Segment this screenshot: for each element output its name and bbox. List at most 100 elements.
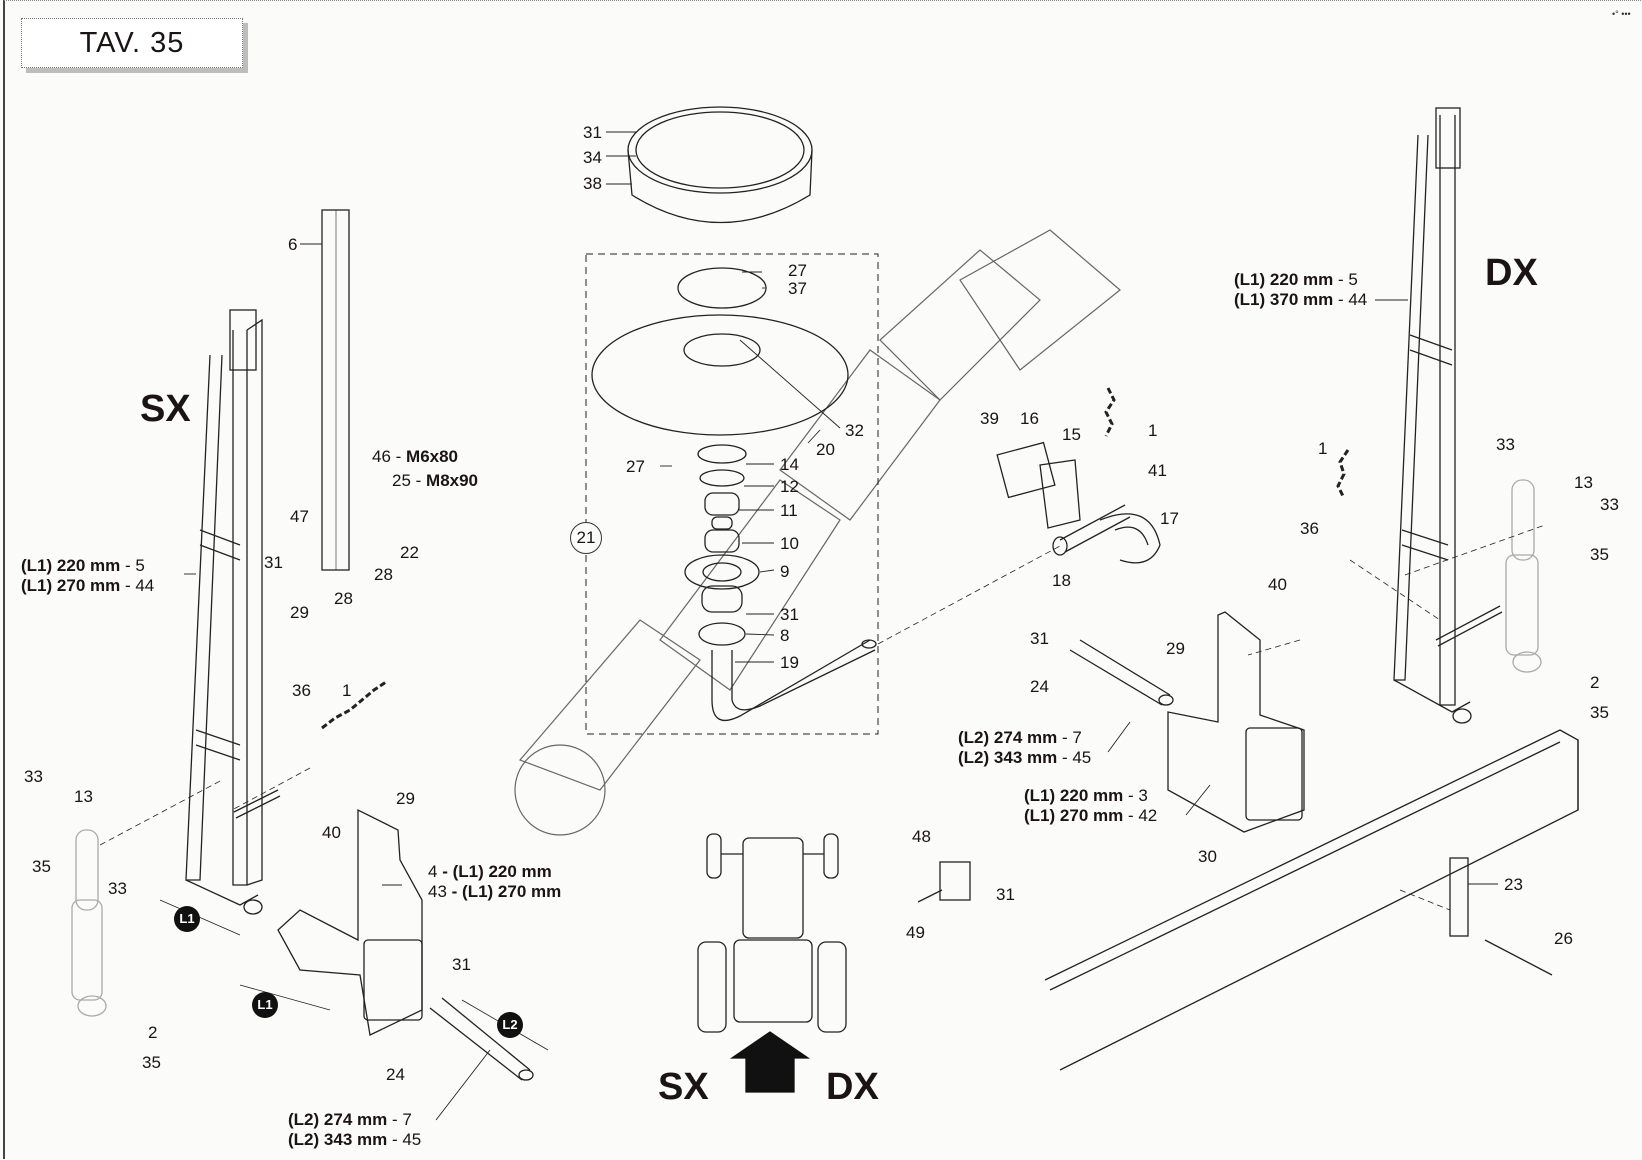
sx-bracket <box>277 808 423 1036</box>
sheet-border <box>3 0 1641 1159</box>
callout-13-dx[interactable]: 13 <box>1574 473 1593 492</box>
callout-17[interactable]: 17 <box>1160 509 1179 528</box>
callout-33-dx-a[interactable]: 33 <box>1496 435 1515 454</box>
callout-31-pin-sx[interactable]: 31 <box>452 955 471 974</box>
corner-mark: •° ••• <box>1612 9 1631 19</box>
spec-row: (L2) 274 mm - 7 <box>288 1110 412 1129</box>
spec-dx-frame: (L1) 220 mm - 5 (L1) 370 mm - 44 <box>1234 270 1367 310</box>
spec-dx-bracket: (L1) 220 mm - 3 (L1) 270 mm - 42 <box>1024 786 1157 826</box>
callout-33-sx-b[interactable]: 33 <box>108 879 127 898</box>
callout-24-dx[interactable]: 24 <box>1030 677 1049 696</box>
callout-14[interactable]: 14 <box>780 455 799 474</box>
watermark-outline <box>514 229 1121 836</box>
callout-1-dx[interactable]: 1 <box>1318 439 1328 458</box>
callout-47[interactable]: 47 <box>290 507 309 526</box>
plate-title: TAV. 35 <box>21 18 243 68</box>
callout-35-dx-a[interactable]: 35 <box>1590 545 1609 564</box>
hydraulic-cylinder-sx <box>71 829 107 1017</box>
dx-bracket <box>1167 611 1305 833</box>
dimension-badge-l1-bracket: L1 <box>252 992 278 1018</box>
callout-35-sx-b[interactable]: 35 <box>142 1053 161 1072</box>
callout-11[interactable]: 11 <box>780 501 798 520</box>
callout-31-pin-dx[interactable]: 31 <box>1030 629 1049 648</box>
spec-row: (L1) 370 mm - 44 <box>1234 290 1368 309</box>
dimension-badge-l2-pin: L2 <box>497 1012 523 1038</box>
callout-29-post[interactable]: 29 <box>290 603 309 622</box>
callout-2-sx[interactable]: 2 <box>148 1023 158 1042</box>
callout-19[interactable]: 19 <box>780 653 799 672</box>
callout-18[interactable]: 18 <box>1052 571 1071 590</box>
spec-row: (L1) 220 mm - 5 <box>1234 270 1358 289</box>
spec-sx-pin: (L2) 274 mm - 7 (L2) 343 mm - 45 <box>288 1110 421 1150</box>
callout-41[interactable]: 41 <box>1148 461 1167 480</box>
callout-10[interactable]: 10 <box>780 534 799 553</box>
callout-36-dx[interactable]: 36 <box>1300 519 1319 538</box>
callout-15[interactable]: 15 <box>1062 425 1081 444</box>
callout-32[interactable]: 32 <box>845 421 864 440</box>
callout-33-dx-b[interactable]: 33 <box>1600 495 1619 514</box>
group-21-box <box>585 253 879 735</box>
callout-48[interactable]: 48 <box>912 827 931 846</box>
callout-38[interactable]: 38 <box>583 174 602 193</box>
callout-23[interactable]: 23 <box>1504 875 1523 894</box>
callout-40-dx[interactable]: 40 <box>1268 575 1287 594</box>
callout-33-sx-a[interactable]: 33 <box>24 767 43 786</box>
callout-1-hitch[interactable]: 1 <box>1148 421 1158 440</box>
callout-35-dx-b[interactable]: 35 <box>1590 703 1609 722</box>
callout-13-sx[interactable]: 13 <box>74 787 93 806</box>
callout-22[interactable]: 22 <box>400 543 419 562</box>
callout-24-sx[interactable]: 24 <box>386 1065 405 1084</box>
spec-sx-frame: (L1) 220 mm - 5 (L1) 270 mm - 44 <box>21 556 154 596</box>
spec-row: (L1) 270 mm - 44 <box>21 576 155 595</box>
dimension-badge-l1-frame: L1 <box>174 906 200 932</box>
group-21-marker[interactable]: 21 <box>570 522 602 554</box>
callout-27[interactable]: 27 <box>788 261 807 280</box>
callout-1-sx[interactable]: 1 <box>342 681 352 700</box>
callout-29-bracket[interactable]: 29 <box>396 789 415 808</box>
toolbar-beam <box>1044 729 1579 1071</box>
callout-6[interactable]: 6 <box>288 235 298 254</box>
callout-28-b[interactable]: 28 <box>374 565 393 584</box>
callout-26[interactable]: 26 <box>1554 929 1573 948</box>
callout-34[interactable]: 34 <box>583 148 602 167</box>
hydraulic-cylinder-dx <box>1505 479 1542 673</box>
callout-9[interactable]: 9 <box>780 562 790 581</box>
callout-2-dx[interactable]: 2 <box>1590 673 1600 692</box>
callout-30[interactable]: 30 <box>1198 847 1217 866</box>
spec-row: (L1) 270 mm - 42 <box>1024 806 1158 825</box>
spec-row: (L2) 343 mm - 45 <box>958 748 1092 767</box>
callout-29-dx[interactable]: 29 <box>1166 639 1185 658</box>
spec-row: (L2) 274 mm - 7 <box>958 728 1082 747</box>
bolt-spec-25: 25 - M8x90 <box>392 471 479 490</box>
callout-8[interactable]: 8 <box>780 626 790 645</box>
tractor-icon <box>697 833 847 1033</box>
callout-40-sx[interactable]: 40 <box>322 823 341 842</box>
spec-row: (L1) 220 mm - 5 <box>21 556 145 575</box>
spec-sx-bracket: 4 - (L1) 220 mm 43 - (L1) 270 mm <box>428 862 561 902</box>
forward-arrow-icon <box>729 1031 811 1093</box>
callout-49[interactable]: 49 <box>906 923 925 942</box>
cover-top <box>627 106 813 194</box>
callout-36-sx[interactable]: 36 <box>292 681 311 700</box>
callout-20[interactable]: 20 <box>816 440 835 459</box>
side-label-sx-bottom: SX <box>658 1066 709 1108</box>
callout-39[interactable]: 39 <box>980 409 999 428</box>
callout-31-post[interactable]: 31 <box>264 553 283 572</box>
bolt-spec-46: 46 - M6x80 <box>372 447 459 466</box>
spec-row: (L2) 343 mm - 45 <box>288 1130 422 1149</box>
callout-37[interactable]: 37 <box>788 279 807 298</box>
post-6 <box>321 209 350 571</box>
callout-31-clamp[interactable]: 31 <box>996 885 1015 904</box>
callout-27-lower[interactable]: 27 <box>626 457 645 476</box>
callout-12[interactable]: 12 <box>780 477 799 496</box>
spec-row: 4 - (L1) 220 mm <box>428 862 552 881</box>
spec-row: (L1) 220 mm - 3 <box>1024 786 1148 805</box>
callout-35-sx-a[interactable]: 35 <box>32 857 51 876</box>
callout-31[interactable]: 31 <box>583 123 602 142</box>
blade-disc <box>591 314 849 436</box>
callout-31-hub[interactable]: 31 <box>780 605 799 624</box>
callout-16[interactable]: 16 <box>1020 409 1039 428</box>
callout-28-a[interactable]: 28 <box>334 589 353 608</box>
